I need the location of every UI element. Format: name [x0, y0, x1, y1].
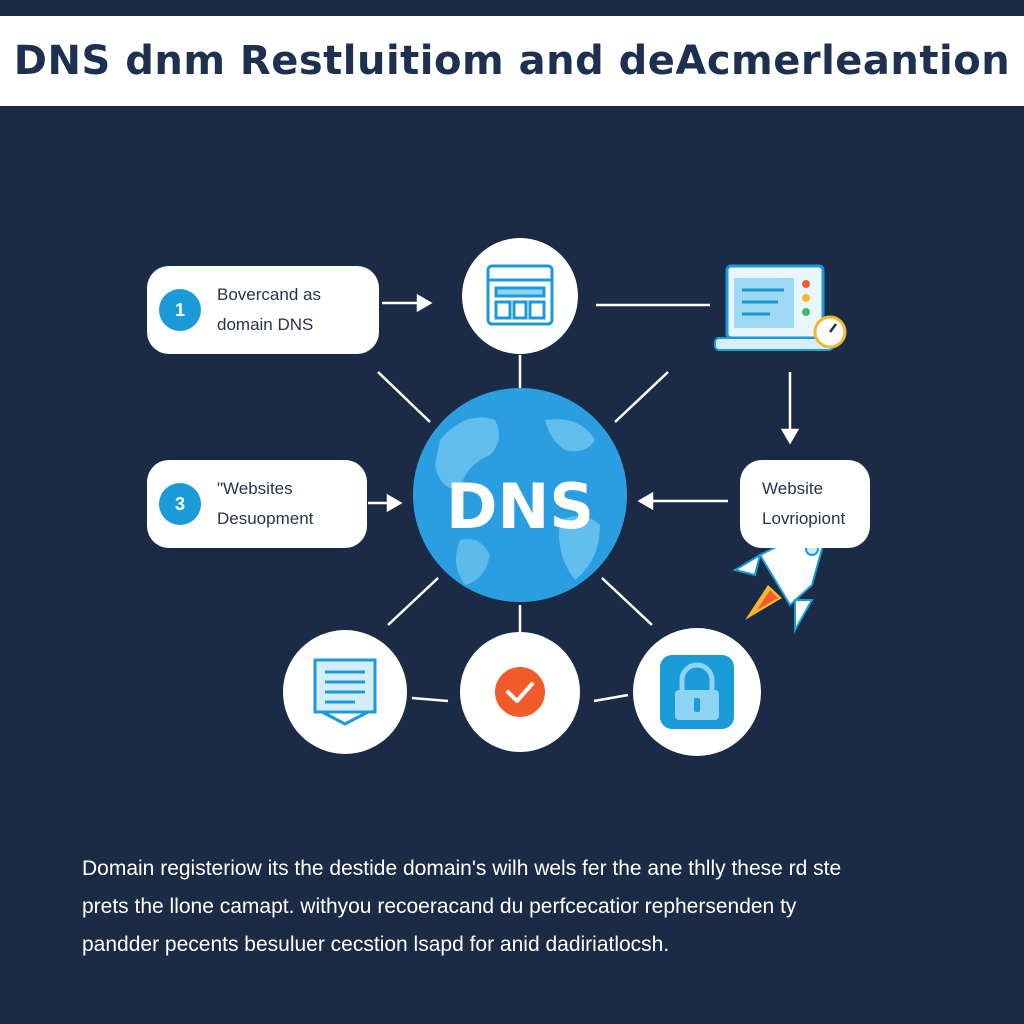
step-3-line1: "Websites [217, 479, 293, 498]
title-bar: DNS dnm Restluitiom and deAcmerleantion [0, 16, 1024, 106]
step-1-line2: domain DNS [217, 315, 314, 334]
caption-line-3: pandder pecents besuluer cecstion lsapd … [82, 933, 670, 956]
arrow-laptop-down-head [780, 428, 800, 445]
step-number-badge: 3 [159, 483, 201, 525]
page-title: DNS dnm Restluitiom and deAcmerleantion [13, 38, 1011, 84]
checkmark-icon [495, 667, 545, 717]
connector-check-lock [593, 693, 629, 703]
connector-doc-check [411, 696, 449, 703]
connector-lines [377, 303, 710, 703]
arrow-website-head [637, 491, 654, 511]
dns-center-label: DNS [445, 470, 594, 543]
step-number-badge: 1 [159, 289, 201, 331]
step-3-line2: Desuopment [217, 509, 314, 528]
website-box-line1: Website [762, 479, 824, 498]
lock-icon [660, 655, 734, 729]
caption-line-2: prets the llone camapt. withyou recoerac… [82, 895, 797, 918]
connector-bottom-left [387, 577, 439, 626]
step-1-label: Bovercand as domain DNS [217, 280, 321, 340]
document-icon [313, 658, 377, 726]
caption-paragraph: Domain registeriow its the destide domai… [82, 850, 962, 964]
website-box-label: Website Lovriopiont [762, 474, 845, 534]
step-3-pill: 3 "Websites Desuopment [147, 460, 367, 548]
clock-icon [813, 315, 847, 349]
step-3-label: "Websites Desuopment [217, 474, 313, 534]
arrow-step1-head [416, 293, 433, 313]
step-1-pill: 1 Bovercand as domain DNS [147, 266, 379, 354]
caption-line-1: Domain registeriow its the destide domai… [82, 857, 842, 880]
arrow-step3-head [386, 493, 403, 513]
step-1-line1: Bovercand as [217, 285, 321, 304]
checkmark-glyph [506, 682, 534, 703]
website-box: Website Lovriopiont [740, 460, 870, 548]
globe-icon [413, 388, 627, 602]
connector-bottom-right [601, 577, 653, 626]
connector-top-left [377, 371, 431, 423]
browser-window-icon [486, 264, 554, 326]
laptop-icon [714, 264, 834, 351]
website-box-line2: Lovriopiont [762, 509, 846, 528]
connector-top-right [614, 371, 669, 423]
